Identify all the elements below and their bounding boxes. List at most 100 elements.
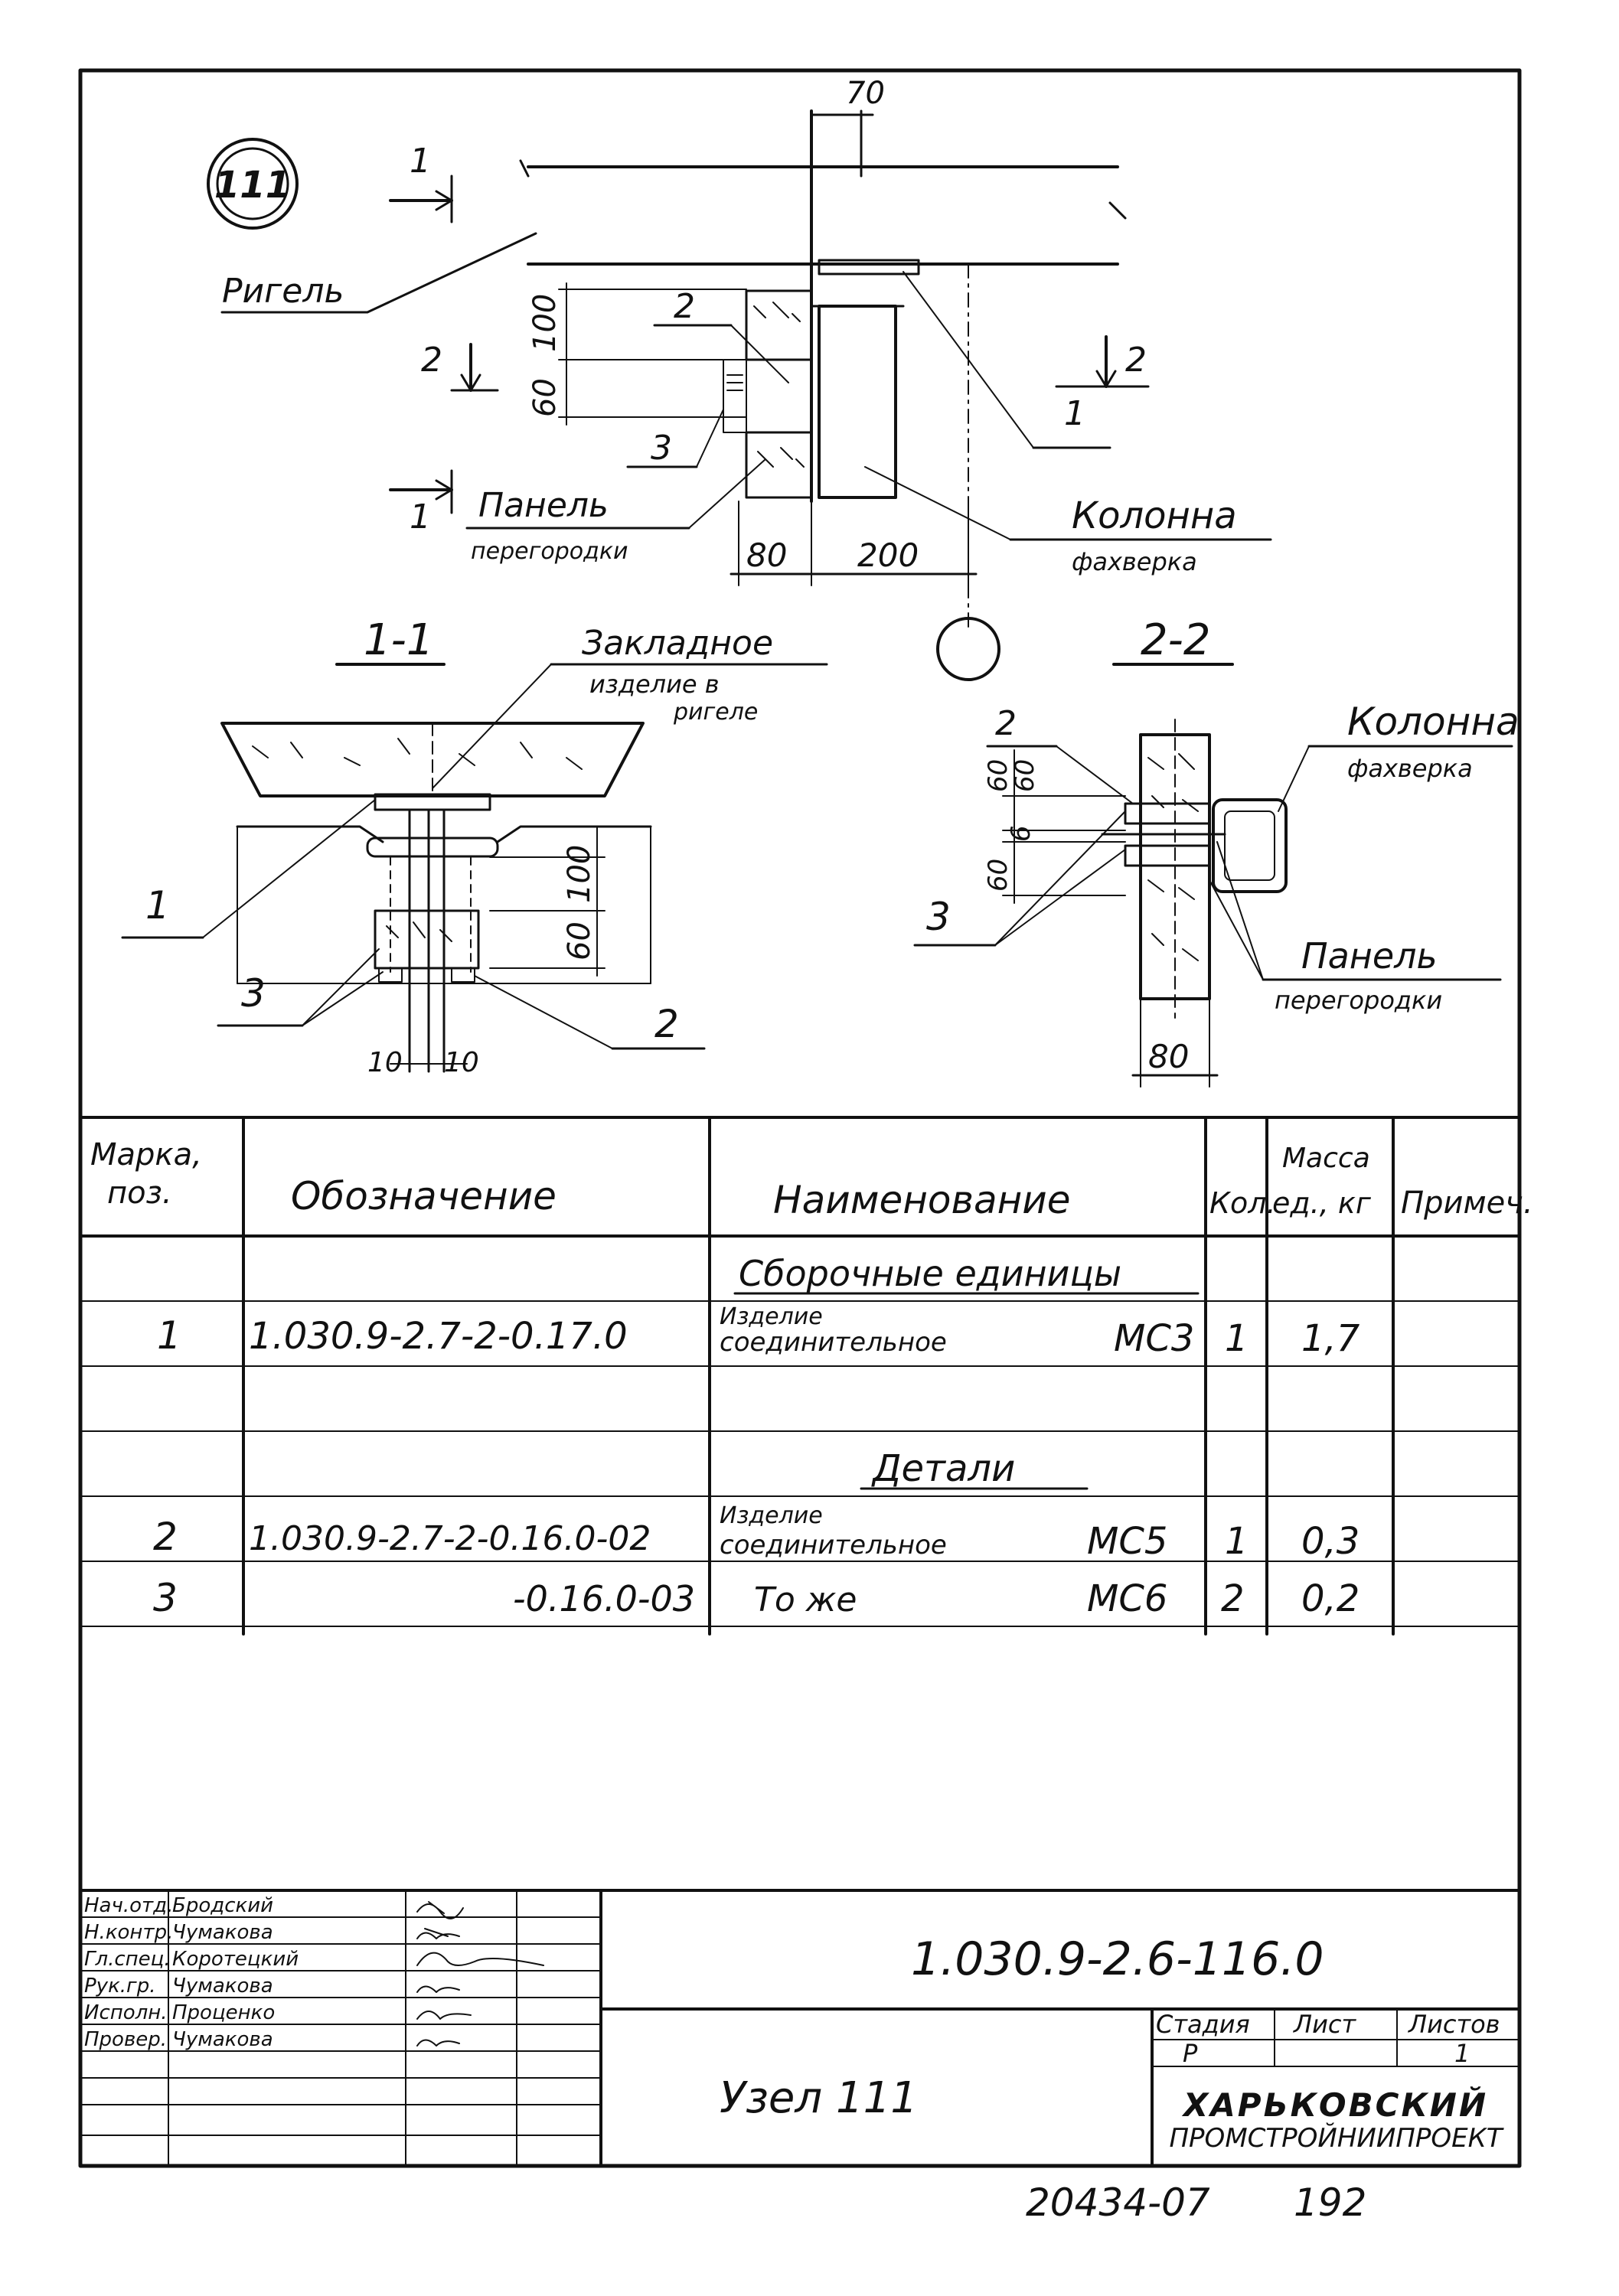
- org-line-1: ХАРЬКОВСКИЙ: [1181, 2086, 1488, 2124]
- hdr-designation: Обозначение: [291, 1174, 557, 1218]
- stage-value: Р: [1183, 2039, 1198, 2068]
- name-5: Чумакова: [172, 2028, 273, 2051]
- group-parts: Детали: [871, 1447, 1015, 1490]
- row3-mark: 3: [153, 1576, 178, 1620]
- cut-1-bottom: 1: [410, 497, 431, 536]
- name-1: Чумакова: [172, 1921, 273, 1944]
- hdr-qty: Кол.: [1209, 1186, 1276, 1220]
- cut-2-right: 2: [1125, 341, 1147, 380]
- inventory-number: 20434-07: [1026, 2180, 1210, 2225]
- hdr-name: Наименование: [773, 1178, 1071, 1222]
- cut-1-top: 1: [410, 142, 431, 181]
- s22-dim-80: 80: [1148, 1038, 1189, 1075]
- s11-dim-10b: 10: [444, 1047, 479, 1078]
- plan-dim-100: 100: [527, 294, 563, 352]
- role-0: Нач.отд.: [84, 1894, 173, 1917]
- node-number: 111: [214, 164, 291, 207]
- s22-label-column: Колонна: [1347, 700, 1519, 744]
- name-3: Чумакова: [172, 1975, 273, 1998]
- s22-dim-60b: 60: [1010, 759, 1040, 792]
- name-4: Проценко: [172, 2001, 275, 2024]
- s22-dim-6: 6: [1006, 825, 1036, 842]
- hdr-mark-2: поз.: [107, 1176, 172, 1211]
- s22-dim-60a: 60: [983, 759, 1014, 792]
- row2-name2: соединительное: [720, 1530, 947, 1561]
- row3-designation: -0.16.0-03: [513, 1578, 695, 1619]
- sheets-label: Листов: [1408, 2010, 1500, 2039]
- s11-pos-1: 1: [145, 883, 170, 928]
- row3-qty: 2: [1221, 1577, 1245, 1620]
- s22-pos-2: 2: [995, 704, 1017, 743]
- s22-label-panel-sub: перегородки: [1275, 986, 1442, 1015]
- label-rigel: Ригель: [222, 272, 344, 311]
- row3-name1: То же: [754, 1580, 857, 1619]
- s22-label-column-sub: фахверка: [1347, 754, 1473, 783]
- row1-mass: 1,7: [1301, 1317, 1360, 1360]
- s22-dim-60c: 60: [983, 859, 1014, 892]
- section-2-2-title: 2-2: [1141, 615, 1210, 665]
- embed-label-1: Закладное: [582, 624, 773, 663]
- plan-view: 111 Ригель 70 100 60: [207, 76, 1272, 681]
- row1-code: МС3: [1114, 1317, 1194, 1360]
- signatures: [416, 1901, 544, 2047]
- role-5: Провер.: [84, 2028, 167, 2051]
- row2-code: МС5: [1087, 1520, 1167, 1563]
- cut-2-left: 2: [421, 341, 442, 380]
- plan-pos-2: 2: [674, 287, 695, 326]
- plan-dim-60: 60: [527, 378, 563, 417]
- plan-dim-200: 200: [857, 536, 919, 574]
- title-block: Нач.отд. Бродский Н.контр. Чумакова Гл.с…: [79, 1889, 1521, 2167]
- s11-dim-100: 100: [562, 845, 597, 903]
- role-4: Исполн.: [84, 2001, 168, 2024]
- node-number-circle: [207, 138, 299, 230]
- stage-label: Стадия: [1156, 2010, 1250, 2039]
- row1-qty: 1: [1225, 1317, 1249, 1360]
- spec-table: Марка, поз. Обозначение Наименование Кол…: [79, 1116, 1533, 1636]
- s22-label-panel: Панель: [1301, 935, 1438, 977]
- group-assembly: Сборочные единицы: [739, 1253, 1121, 1294]
- row1-name1: Изделие: [720, 1303, 823, 1330]
- row3-mass: 0,2: [1301, 1577, 1360, 1620]
- hdr-mass-2: ед., кг: [1272, 1186, 1372, 1220]
- section-2-2: 2-2 Колонна фахверка 60 60 6 60 2 3: [913, 615, 1519, 1088]
- s11-pos-2: 2: [654, 1002, 679, 1046]
- drawing-title: Узел 111: [720, 2073, 918, 2123]
- plan-label-panel-sub: перегородки: [471, 538, 628, 565]
- role-2: Гл.спец.: [84, 1948, 171, 1971]
- page-number: 192: [1294, 2180, 1366, 2225]
- hdr-note: Примеч.: [1401, 1186, 1533, 1221]
- row2-qty: 1: [1225, 1520, 1249, 1563]
- plan-label-column: Колонна: [1072, 494, 1237, 537]
- plan-label-column-sub: фахверка: [1072, 547, 1197, 576]
- plan-label-panel: Панель: [478, 486, 609, 525]
- row2-name1: Изделие: [720, 1502, 823, 1529]
- plan-dim-80: 80: [746, 536, 787, 574]
- dim-70: 70: [846, 76, 885, 111]
- plan-pos-1: 1: [1064, 394, 1085, 433]
- s11-pos-3: 3: [241, 971, 266, 1016]
- embed-label-3: ригеле: [673, 699, 758, 726]
- org-line-2: ПРОМСТРОЙНИИПРОЕКТ: [1169, 2122, 1503, 2154]
- sheets-value: 1: [1454, 2039, 1470, 2068]
- embed-label-2: изделие в: [589, 670, 720, 699]
- name-2: Коротецкий: [172, 1948, 299, 1971]
- row1-mark: 1: [157, 1313, 181, 1358]
- section-1-1: 1-1 Закладное изделие в ригеле: [121, 615, 828, 1078]
- row2-designation: 1.030.9-2.7-2-0.16.0-02: [249, 1519, 651, 1558]
- hdr-mass: Масса: [1282, 1143, 1370, 1174]
- sheet-label: Лист: [1293, 2010, 1356, 2039]
- section-1-1-title: 1-1: [364, 615, 433, 665]
- s11-dim-10a: 10: [367, 1047, 403, 1078]
- s11-dim-60: 60: [562, 921, 597, 960]
- plan-pos-3: 3: [651, 429, 672, 468]
- row3-code: МС6: [1087, 1577, 1167, 1620]
- row1-name2: соединительное: [720, 1327, 947, 1358]
- role-1: Н.контр.: [84, 1921, 173, 1944]
- row2-mass: 0,3: [1301, 1520, 1360, 1563]
- row1-designation: 1.030.9-2.7-2-0.17.0: [249, 1315, 628, 1358]
- name-0: Бродский: [172, 1894, 273, 1917]
- s22-pos-3: 3: [926, 895, 951, 939]
- row2-mark: 2: [153, 1515, 178, 1559]
- role-3: Рук.гр.: [84, 1975, 155, 1998]
